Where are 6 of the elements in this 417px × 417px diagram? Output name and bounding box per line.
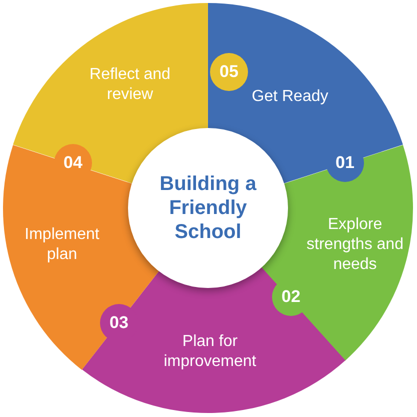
center-title: Building a Friendly School [158,172,258,244]
step-label: Implement plan [24,224,100,265]
step-label: Reflect and review [88,65,172,105]
step-label: Explore strengths and needs [306,214,404,275]
step-label: Plan for improvement [162,332,258,372]
step-label: Get Ready [250,87,330,107]
